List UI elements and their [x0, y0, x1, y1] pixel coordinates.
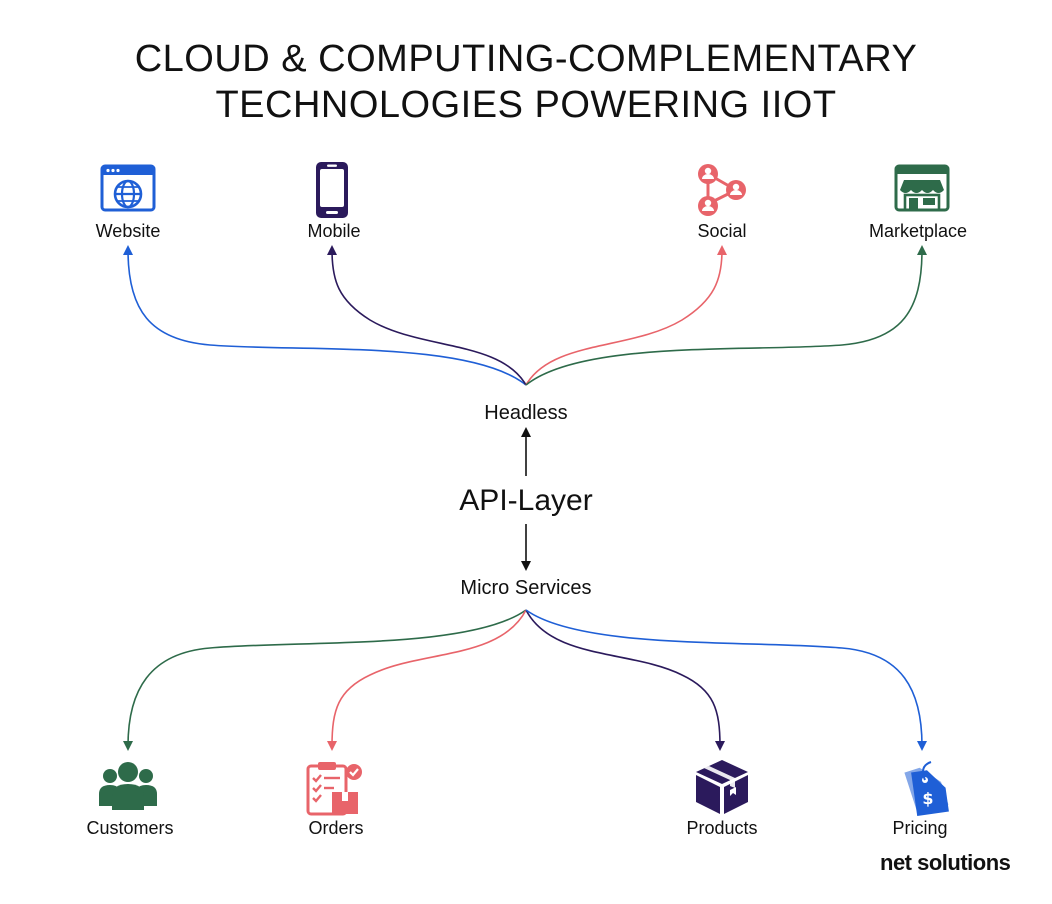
pricing-tag-icon: $: [904, 761, 949, 817]
mobile-phone-icon: [316, 162, 348, 218]
title-line-1: CLOUD & COMPUTING-COMPLEMENTARY: [134, 38, 918, 80]
channel-label-marketplace: Marketplace: [868, 221, 968, 241]
api-layer-label: API-Layer: [459, 484, 593, 517]
customers-group-icon: [99, 762, 157, 810]
channel-label-website: Website: [95, 221, 161, 241]
wire-to-products: [525, 609, 725, 751]
micro-services-label: Micro Services: [460, 577, 592, 599]
wire-to-marketplace: [525, 245, 927, 386]
wire-to-customers: [123, 609, 527, 751]
social-network-icon: [698, 164, 746, 216]
service-label-pricing: Pricing: [892, 818, 948, 838]
service-label-orders: Orders: [308, 818, 364, 838]
title-line-2: TECHNOLOGIES POWERING IIOT: [215, 84, 837, 126]
products-box-icon: [696, 760, 748, 814]
net-solutions-logo: net solutions: [880, 850, 1011, 875]
service-label-customers: Customers: [86, 818, 174, 838]
channel-label-mobile: Mobile: [307, 221, 361, 241]
website-globe-icon: [100, 164, 156, 212]
marketplace-store-icon: [894, 164, 950, 212]
wire-to-pricing: [525, 609, 927, 751]
orders-clipboard-icon: [306, 762, 362, 816]
wire-to-orders: [327, 609, 527, 751]
channel-label-social: Social: [697, 221, 747, 241]
svg-text:$: $: [922, 789, 933, 808]
wire-to-social: [525, 245, 727, 386]
service-label-products: Products: [686, 818, 758, 838]
diagram-title: CLOUD & COMPUTING-COMPLEMENTARY TECHNOLO…: [0, 36, 1052, 128]
wire-to-website: [123, 245, 527, 386]
headless-label: Headless: [484, 402, 568, 424]
wire-to-mobile: [327, 245, 527, 386]
